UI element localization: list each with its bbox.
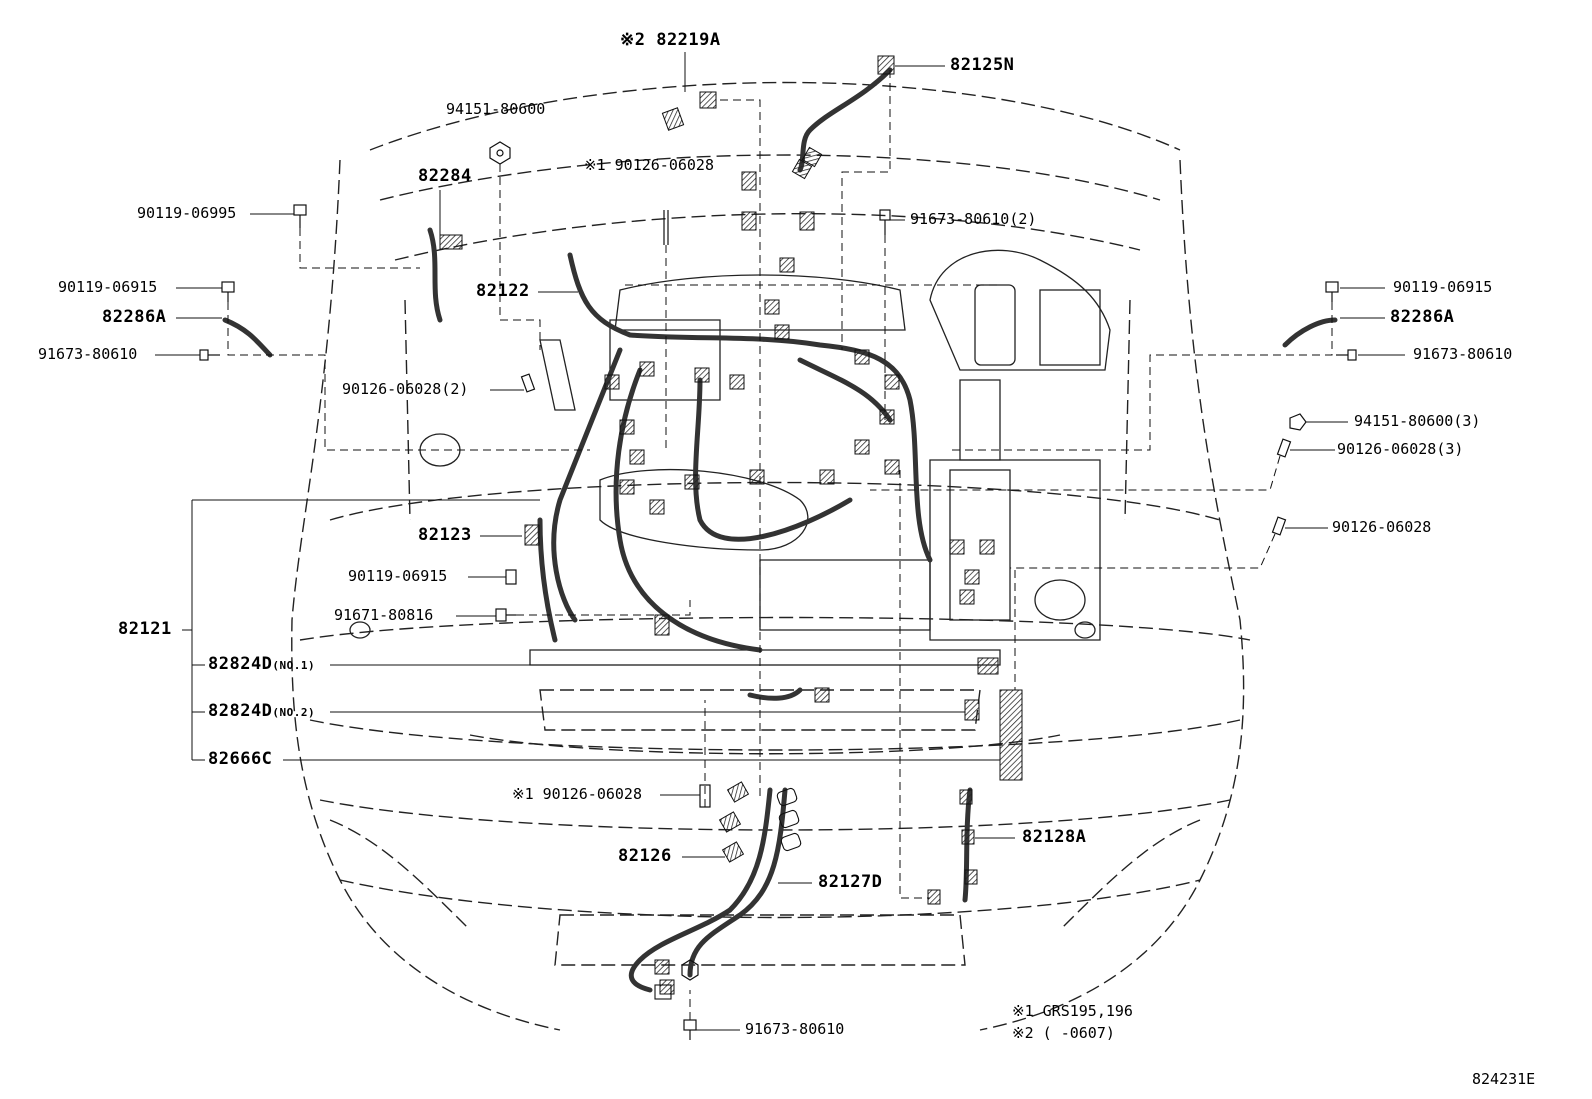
label-82286A-left: 82286A xyxy=(102,307,167,327)
label-91673-80610-bottom: 91673-80610 xyxy=(745,1020,845,1038)
part-number: 82824D xyxy=(208,654,273,674)
part-suffix: (NO.2) xyxy=(272,706,316,719)
connectors xyxy=(439,55,1023,995)
label-82219A: ※2 82219A xyxy=(620,30,721,50)
part-suffix: (NO.1) xyxy=(272,659,316,672)
label-90126-06028-2: 90126-06028(2) xyxy=(342,380,469,398)
label-90119-06995: 90119-06995 xyxy=(137,204,237,222)
label-91673-80610-right: 91673-80610 xyxy=(1413,345,1513,363)
fasteners xyxy=(199,141,1357,1040)
label-94151-80600: 94151-80600 xyxy=(446,100,546,118)
label-90126-06028-right: 90126-06028 xyxy=(1332,518,1432,536)
label-82125N: 82125N xyxy=(950,55,1015,75)
engine-components xyxy=(349,249,1111,666)
label-82126: 82126 xyxy=(618,846,672,866)
label-82286A-right: 82286A xyxy=(1390,307,1455,327)
label-82284: 82284 xyxy=(418,166,472,186)
label-82824D-no2: 82824D(NO.2) xyxy=(208,703,315,720)
label-90119-06915-mid: 90119-06915 xyxy=(348,567,448,585)
footnote-1: ※1 GRS195,196 xyxy=(1012,1002,1133,1020)
footnote-2: ※2 ( -0607) xyxy=(1012,1024,1115,1042)
label-94151-80600-3: 94151-80600(3) xyxy=(1354,412,1481,430)
label-90126-06028-3: 90126-06028(3) xyxy=(1337,440,1464,458)
leader-lines xyxy=(155,52,1405,1031)
label-90119-06915-right: 90119-06915 xyxy=(1393,278,1493,296)
car-body-outline xyxy=(291,81,1251,1031)
label-90126-06028-bottom: ※1 90126-06028 xyxy=(512,785,642,803)
label-91671-80816: 91671-80816 xyxy=(334,606,434,624)
label-82122: 82122 xyxy=(476,281,530,301)
label-82123: 82123 xyxy=(418,525,472,545)
label-82824D-no1: 82824D(NO.1) xyxy=(208,656,315,673)
label-91673-80610-2: 91673-80610(2) xyxy=(910,210,1037,228)
dashed-reference-lines xyxy=(227,70,1333,1020)
label-91673-80610-left: 91673-80610 xyxy=(38,345,138,363)
label-82127D: 82127D xyxy=(818,872,883,892)
part-number: 82824D xyxy=(208,701,273,721)
label-82666C: 82666C xyxy=(208,749,273,769)
label-90119-06915-left: 90119-06915 xyxy=(58,278,158,296)
diagram-reference-code: 824231E xyxy=(1472,1070,1536,1088)
wire-harness-bundles xyxy=(222,67,1338,993)
label-82121: 82121 xyxy=(118,619,172,639)
label-82128A: 82128A xyxy=(1022,827,1087,847)
label-90126-06028-top: ※1 90126-06028 xyxy=(584,156,714,174)
open-connectors xyxy=(654,787,802,1000)
